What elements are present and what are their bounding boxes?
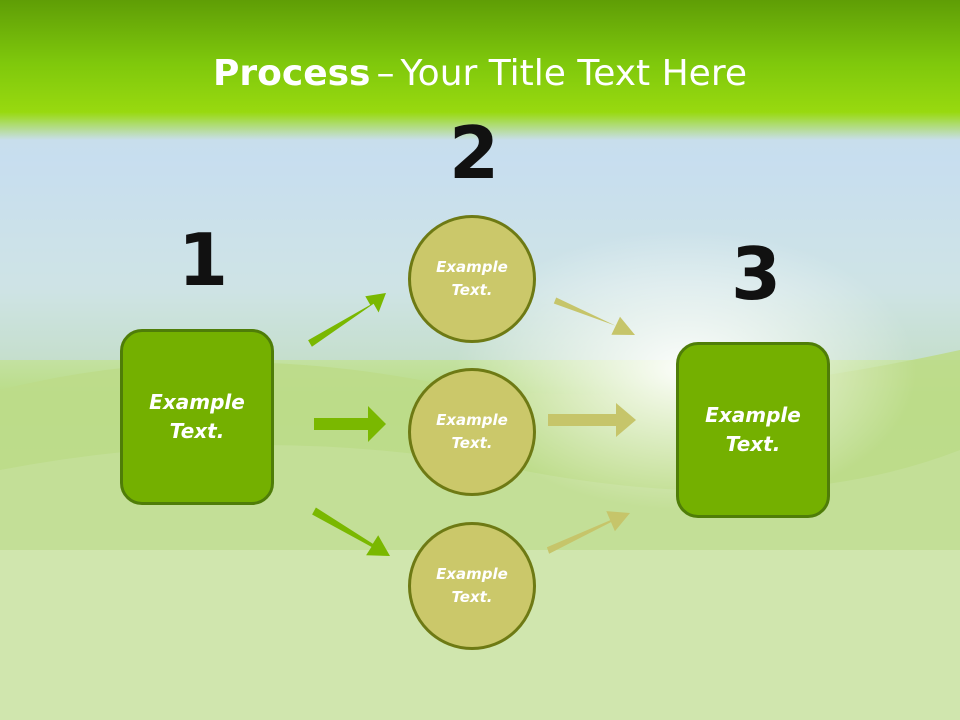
left-box: Example Text. — [120, 329, 274, 505]
step-number-1: 1 — [178, 218, 229, 302]
arrow-left-to-top — [308, 293, 386, 347]
circle-middle: Example Text. — [408, 368, 536, 496]
circle-top-text: Example Text. — [436, 258, 508, 299]
title-bar — [0, 0, 960, 140]
arrow-left-to-middle — [314, 406, 386, 442]
right-box-text: Example Text. — [705, 403, 801, 456]
title-rest: Your Title Text Here — [400, 53, 747, 94]
circle-bottom: Example Text. — [408, 522, 536, 650]
step-number-2: 2 — [449, 111, 500, 195]
circle-bottom-text: Example Text. — [436, 565, 508, 606]
circle-top: Example Text. — [408, 215, 536, 343]
right-box: Example Text. — [676, 342, 830, 518]
left-box-text: Example Text. — [149, 390, 245, 443]
slide-title: Process–Your Title Text Here — [0, 52, 960, 96]
arrow-bottom-to-right — [546, 511, 630, 554]
arrow-top-to-right — [553, 297, 635, 335]
circle-middle-text: Example Text. — [436, 411, 508, 452]
title-bold: Process — [212, 53, 371, 94]
step-number-3: 3 — [731, 232, 782, 316]
arrow-middle-to-right — [548, 403, 636, 437]
title-dash: – — [376, 53, 395, 94]
arrow-left-to-bottom — [312, 507, 390, 556]
